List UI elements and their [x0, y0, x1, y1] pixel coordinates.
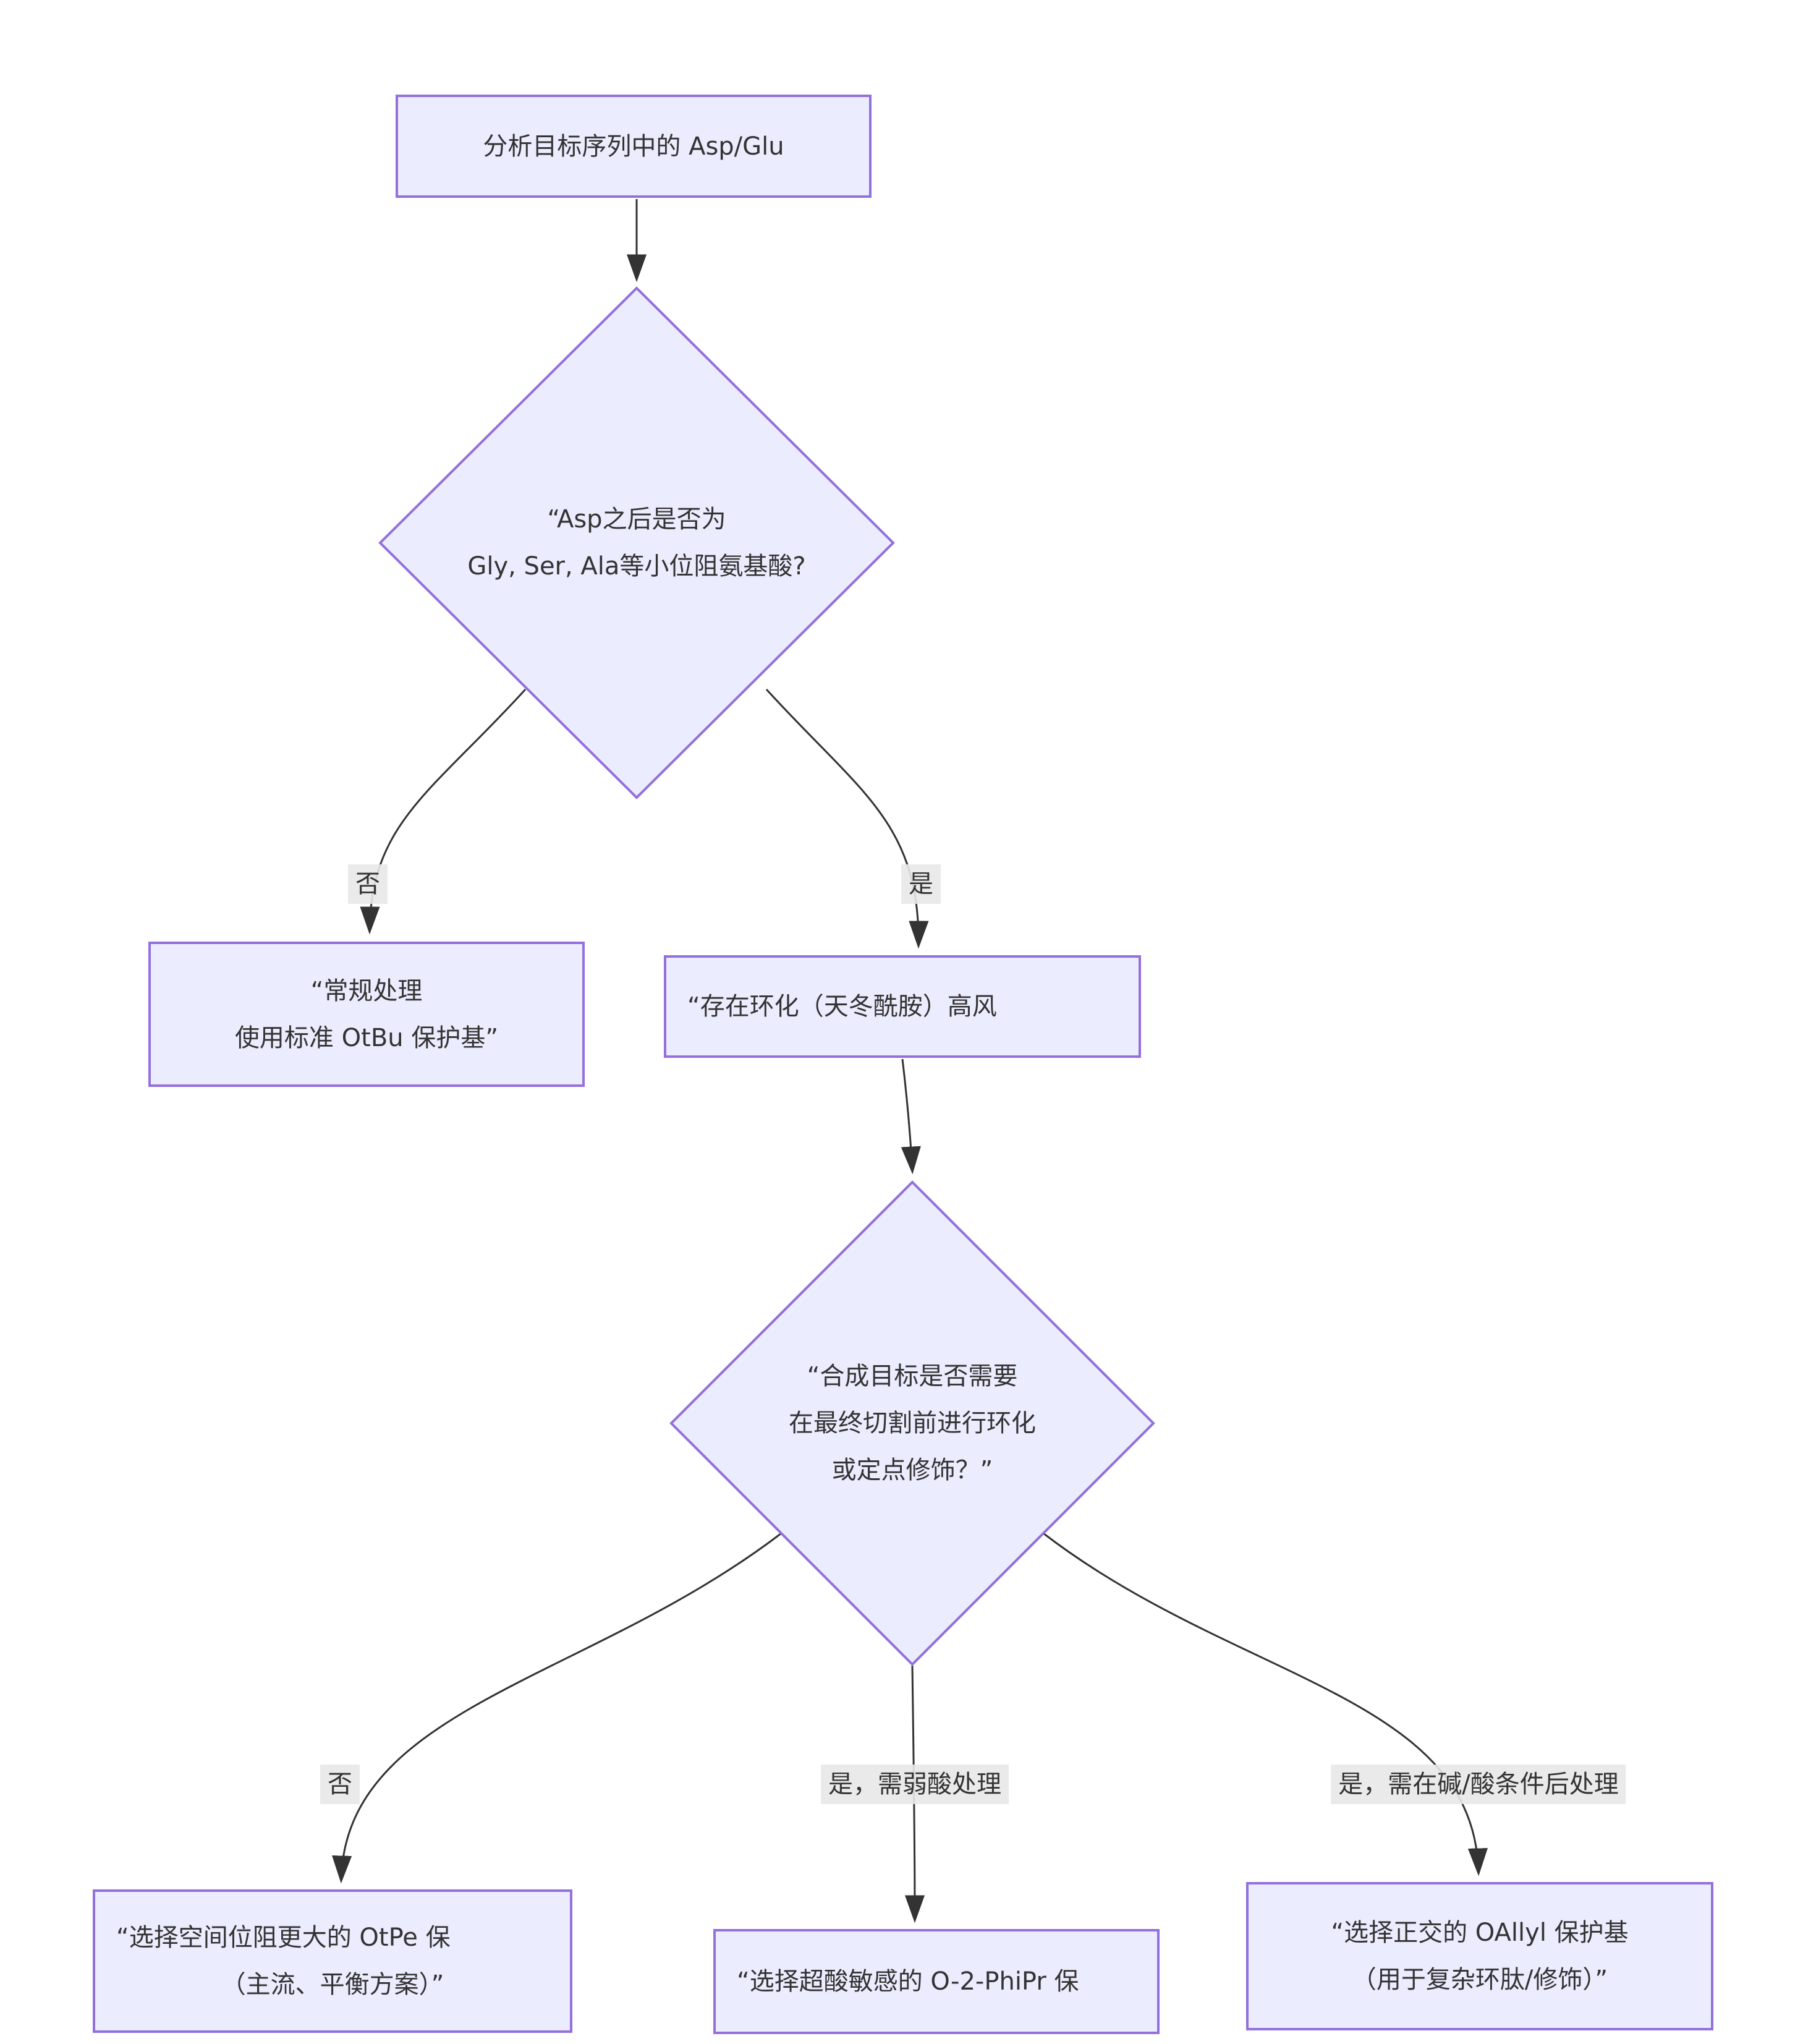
decision2-diamond-shape: [669, 1180, 1155, 1666]
edge-decision2-base-acid: [1043, 1532, 1488, 1876]
edge-decision1-no: [360, 688, 527, 935]
edge-label-yes1: 是: [901, 864, 941, 904]
node-start-label: 分析目标序列中的 Asp/Glu: [483, 132, 784, 161]
node-start: 分析目标序列中的 Asp/Glu: [396, 95, 872, 198]
node-aspartimide-risk: “存在环化（天冬酰胺）高风: [664, 955, 1141, 1058]
edge-label-no2: 否: [320, 1765, 360, 1804]
node-decision1-label: “Asp之后是否为 Gly, Ser, Ala等小位阻氨基酸?: [467, 505, 806, 581]
node-result-phipr: “选择超酸敏感的 O-2-PhiPr 保: [713, 1929, 1160, 2034]
edge-label-base-acid: 是，需在碱/酸条件后处理: [1331, 1765, 1626, 1804]
edge-label-weak-acid: 是，需弱酸处理: [821, 1765, 1009, 1804]
decision1-diamond-shape: [378, 286, 895, 799]
node-standard-otbu: “常规处理 使用标准 OtBu 保护基”: [148, 942, 585, 1087]
edge-decision1-yes: [765, 688, 929, 949]
node-result-oallyl: “选择正交的 OAllyl 保护基 （用于复杂环肽/修饰）”: [1246, 1882, 1713, 2030]
node-result-otpe: “选择空间位阻更大的 OtPe 保 （主流、平衡方案）”: [93, 1889, 572, 2033]
edge-decision2-no: [332, 1532, 782, 1884]
edge-yes1-to-decision2: [901, 1058, 921, 1175]
node-decision2-label: “合成目标是否需要 在最终切割前进行环化 或定点修饰？”: [789, 1362, 1036, 1484]
edge-label-no1: 否: [348, 864, 388, 904]
